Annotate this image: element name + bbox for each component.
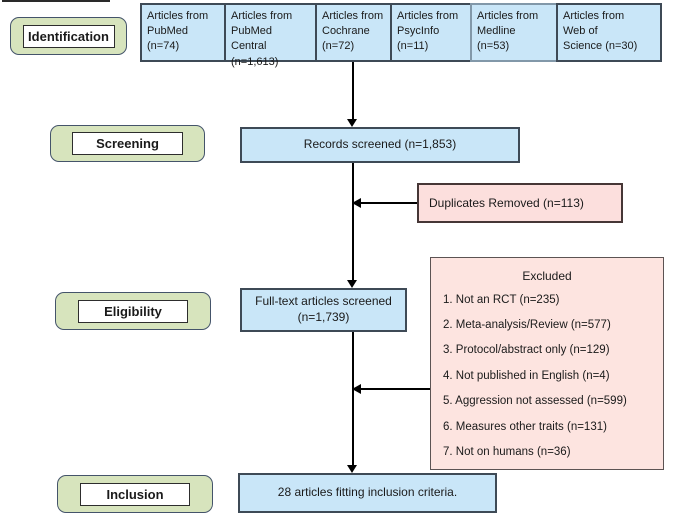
stage-eligibility: Eligibility (55, 292, 211, 330)
excluded-item: 2. Meta-analysis/Review (n=577) (443, 319, 611, 332)
stage-identification: Identification (10, 17, 127, 55)
source-box-cochrane: Articles from Cochrane (n=72) (315, 3, 392, 62)
arrow-down-icon (347, 465, 357, 473)
arrow-fulltext-to-included-line (352, 332, 354, 465)
arrow-excluded-line (360, 388, 430, 390)
arrow-left-icon (352, 384, 361, 394)
arrow-screened-to-fulltext-line (352, 163, 354, 280)
arrow-left-icon (352, 198, 361, 208)
fulltext-screened-box: Full-text articles screened (n=1,739) (240, 288, 407, 332)
excluded-item: 6. Measures other traits (n=131) (443, 420, 607, 433)
source-box-medline: Articles from Medline (n=53) (470, 3, 558, 62)
stage-screening-label: Screening (72, 132, 183, 155)
records-screened-box: Records screened (n=1,853) (240, 127, 520, 163)
excluded-item: 4. Not published in English (n=4) (443, 369, 610, 382)
stage-identification-label: Identification (22, 24, 115, 48)
duplicates-removed-box: Duplicates Removed (n=113) (417, 183, 623, 223)
source-box-psycinfo: Articles from PsycInfo (n=11) (390, 3, 472, 62)
excluded-item: 3. Protocol/abstract only (n=129) (443, 344, 610, 357)
excluded-item: 7. Not on humans (n=36) (443, 446, 571, 459)
excluded-box: Excluded 1. Not an RCT (n=235) 2. Meta-a… (430, 257, 664, 470)
source-box-web-of-science: Articles from Web of Science (n=30) (556, 3, 662, 62)
excluded-item: 1. Not an RCT (n=235) (443, 293, 560, 306)
arrow-down-icon (347, 119, 357, 127)
excluded-item: 5. Aggression not assessed (n=599) (443, 395, 627, 408)
arrow-duplicates-line (360, 202, 417, 204)
excluded-title: Excluded (522, 269, 572, 283)
source-box-pubmed: Articles from PubMed (n=74) (140, 3, 226, 62)
stage-inclusion: Inclusion (57, 475, 213, 513)
arrow-sources-to-screened-line (352, 62, 354, 119)
stage-screening: Screening (50, 125, 205, 162)
stage-eligibility-label: Eligibility (77, 299, 189, 323)
stage-inclusion-label: Inclusion (79, 482, 191, 506)
arrow-down-icon (347, 280, 357, 288)
source-box-pubmed-central: Articles from PubMed Central (n=1,613) (224, 3, 317, 68)
excluded-list: 1. Not an RCT (n=235) 2. Meta-analysis/R… (431, 287, 663, 465)
included-box: 28 articles fitting inclusion criteria. (238, 473, 497, 513)
figure-edge-line (2, 0, 110, 2)
